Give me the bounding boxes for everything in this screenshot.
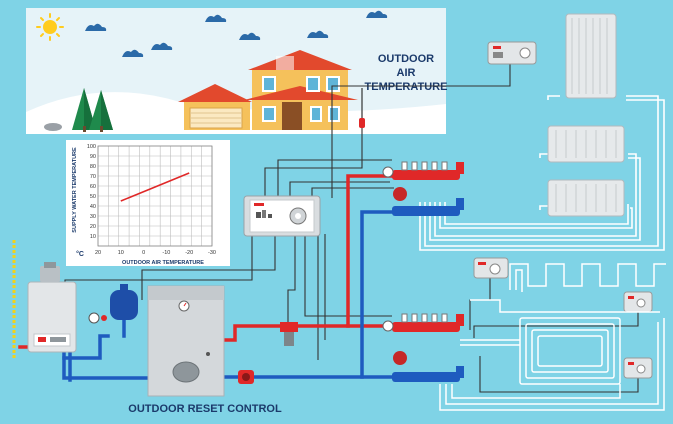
chart-x-tick-label: -10 [162,250,170,256]
lower-manifold-icon [382,313,464,382]
chart-x-tick-label: 10 [118,250,124,256]
thermostat-upper-icon [487,41,537,65]
reset-curve-line [120,172,190,202]
chart-x-tick-label: -20 [185,250,193,256]
chart-x-ticks: 20 10 0 -10 -20 -30 [95,250,216,256]
chart-x-tick-label: 0 [142,250,145,256]
clouds-icon [85,10,388,57]
chart-frame [97,145,213,247]
water-heater-tank-icon [147,285,225,397]
outdoor-air-temperature-label-3: TEMPERATURE [365,81,448,93]
chart-grid [97,145,213,247]
pine-trees-icon [72,88,113,132]
expansion-tank-icon [110,284,138,320]
rock-icon [44,123,62,131]
chart-y-tick-label: 90 [90,154,96,160]
chart-unit-label: °C [76,250,84,258]
radiator-lower-icon [547,179,625,217]
radiator-top-icon [565,13,617,99]
outdoor-sensor-icon [359,88,365,128]
chart-y-tick-label: 10 [90,234,96,240]
chart-y-axis-label: SUPPLY WATER TEMPERATURE [72,147,78,233]
pressure-gauge-icon [88,312,100,324]
mixing-valve-icon [280,322,298,346]
chart-y-tick-label: 100 [87,144,96,150]
sun-icon [36,13,64,41]
upper-manifold-icon [382,161,464,216]
underfloor-loops [439,263,666,411]
chart-x-tick-label: 20 [95,250,101,256]
thermostat-middle-icon [473,257,509,279]
thermostat-right-1-icon [623,291,653,313]
return-pipes [62,210,394,382]
radiator-feed-pipes [419,95,665,251]
chart-y-tick-label: 20 [90,224,96,230]
outdoor-scene: OUTDOOR AIR TEMPERATURE [26,8,447,134]
boiler-icon [27,262,77,353]
safety-valve-icon [101,315,107,321]
outdoor-reset-control-title: OUTDOOR RESET CONTROL [128,403,282,415]
chart-x-axis-label: OUTDOOR AIR TEMPERATURE [122,260,204,266]
chart-y-tick-label: 60 [90,184,96,190]
chart-y-ticks: 100 90 80 70 60 50 40 30 20 10 [87,144,96,240]
circulation-pump-icon [238,370,254,384]
chart-y-tick-label: 80 [90,164,96,170]
radiator-middle-icon [547,125,625,163]
chart-y-tick-label: 30 [90,214,96,220]
chart-y-tick-label: 70 [90,174,96,180]
outdoor-reset-controller-icon [243,195,321,237]
thermostat-right-2-icon [623,357,653,379]
chart-y-tick-label: 40 [90,204,96,210]
outdoor-air-temperature-label-1: OUTDOOR [378,53,434,65]
outdoor-air-temperature-label-2: AIR [397,67,416,79]
chart-y-tick-label: 50 [90,194,96,200]
chart-x-tick-label: -30 [208,250,216,256]
